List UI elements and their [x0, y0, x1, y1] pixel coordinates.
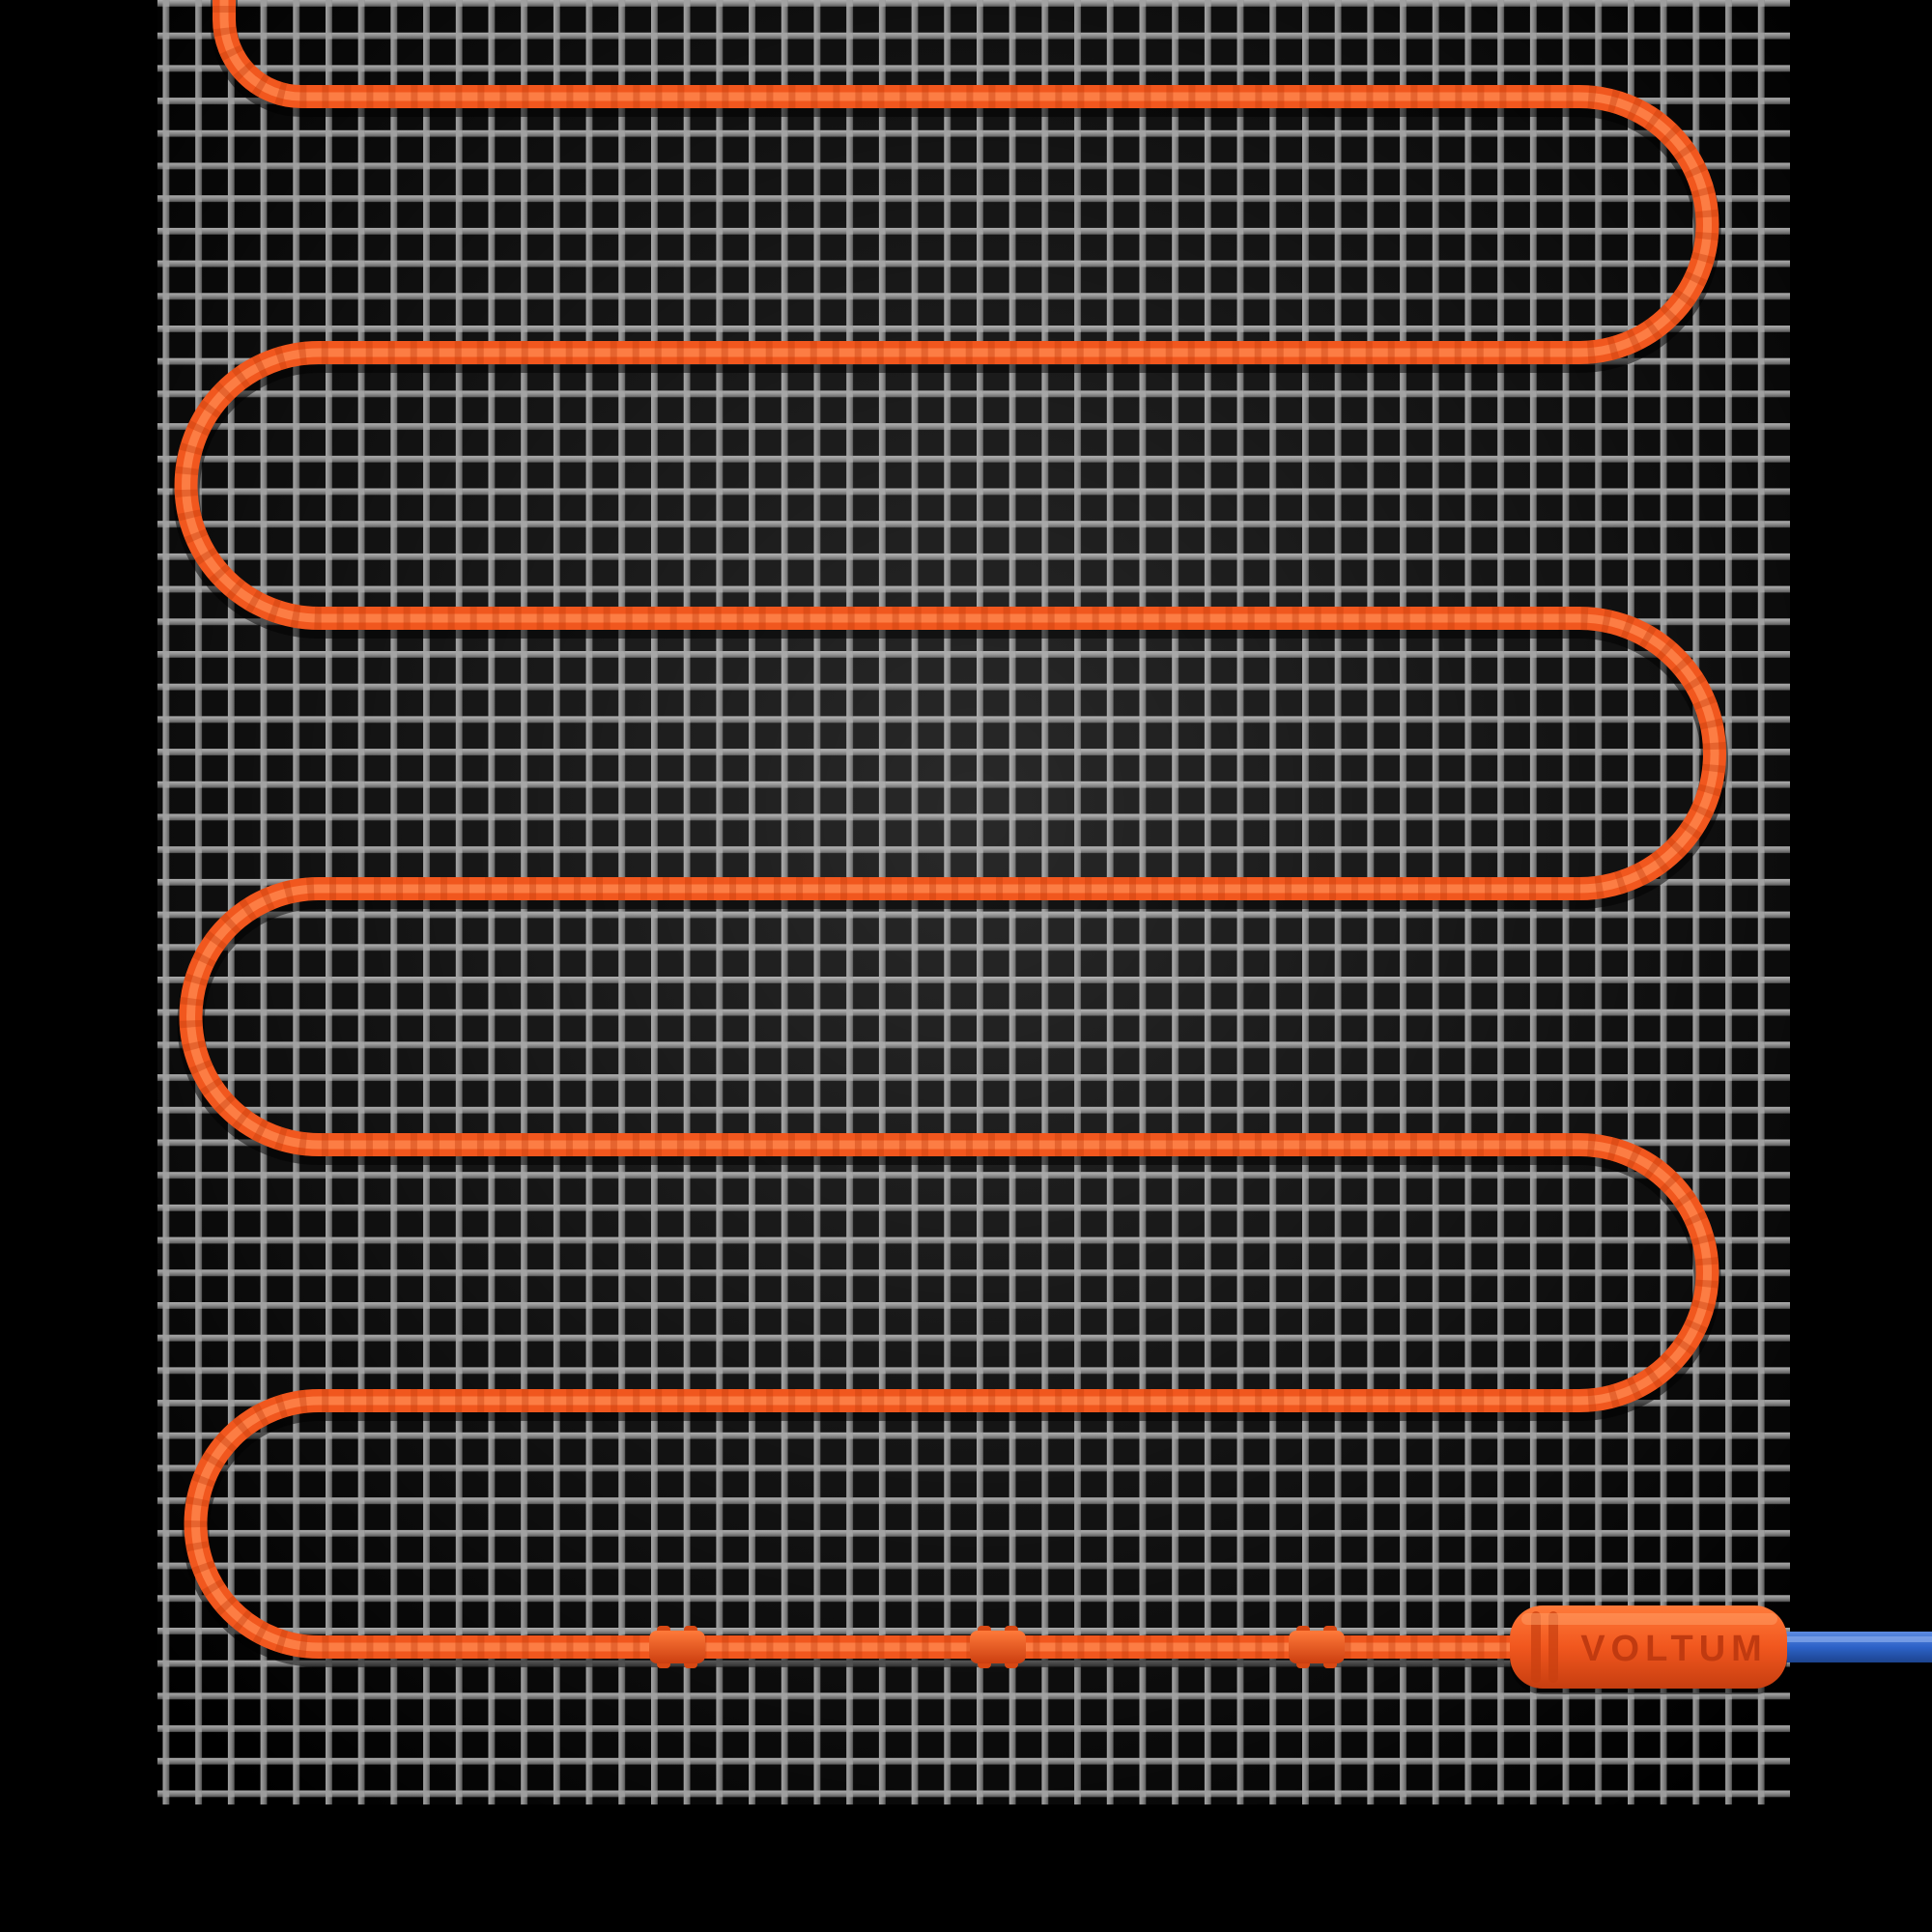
cable-coupler: [970, 1626, 1026, 1668]
cable-coupler: [1289, 1626, 1345, 1668]
heating-cable: [172, 0, 1728, 1667]
connector-highlight: [1521, 1613, 1777, 1625]
cable-couplers: [649, 1626, 1345, 1668]
brand-label: VOLTUM: [1580, 1629, 1768, 1669]
connector-ridge: [1531, 1611, 1541, 1683]
connector-ridge: [1548, 1611, 1558, 1683]
heating-cable-highlight: [182, 0, 1719, 1652]
cable-coupler: [649, 1626, 705, 1668]
voltum-connector: VOLTUM: [1510, 1605, 1787, 1694]
